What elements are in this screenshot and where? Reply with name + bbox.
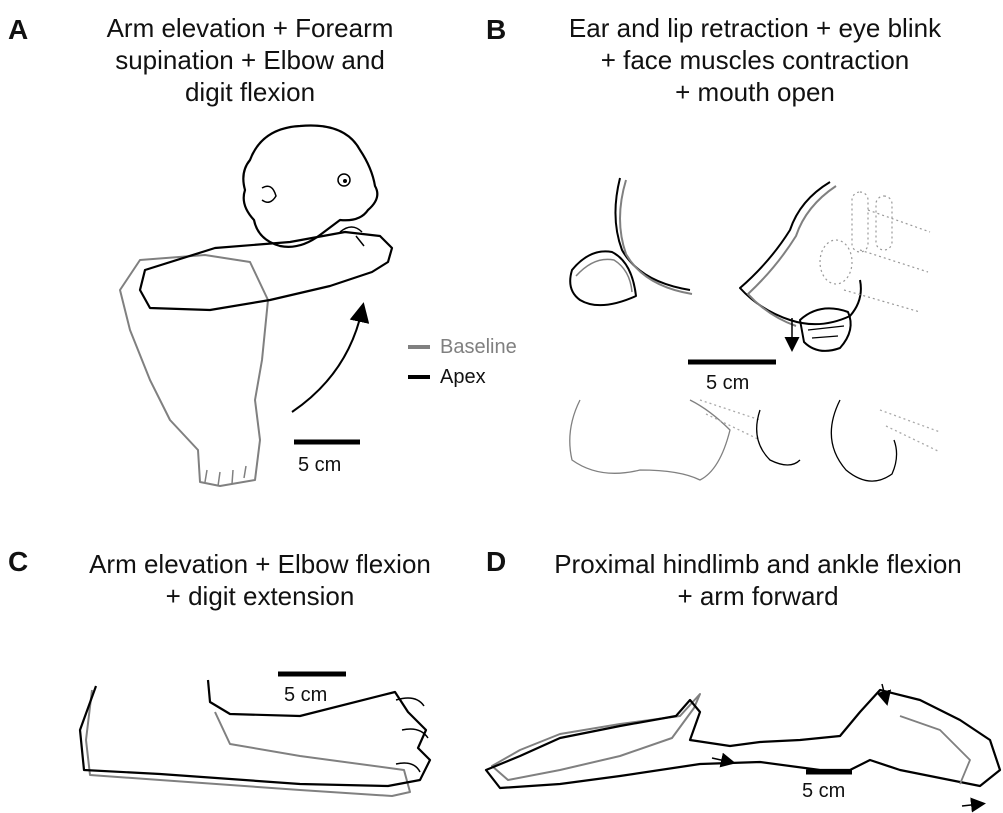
panel-d-arrow-3: [962, 804, 980, 806]
panel-d-baseline-limb: [492, 694, 700, 780]
panel-b-mouth: [800, 308, 851, 350]
panel-b-thumbnails: [570, 400, 940, 481]
panel-d-arrow-1: [712, 758, 730, 762]
panel-b-apparatus: [820, 192, 930, 312]
panel-c-drawing: [80, 674, 430, 796]
panel-d-apex-limb: [486, 690, 1000, 788]
panel-d-drawing: [486, 684, 1000, 806]
panel-a-drawing: [120, 126, 392, 487]
panel-c-apex-arm: [80, 680, 430, 786]
panel-a-apex-arm: [140, 232, 392, 310]
panel-b-drawing: [570, 178, 940, 481]
panel-a-baseline-arm: [120, 255, 268, 486]
panel-a-arrow: [292, 310, 362, 412]
